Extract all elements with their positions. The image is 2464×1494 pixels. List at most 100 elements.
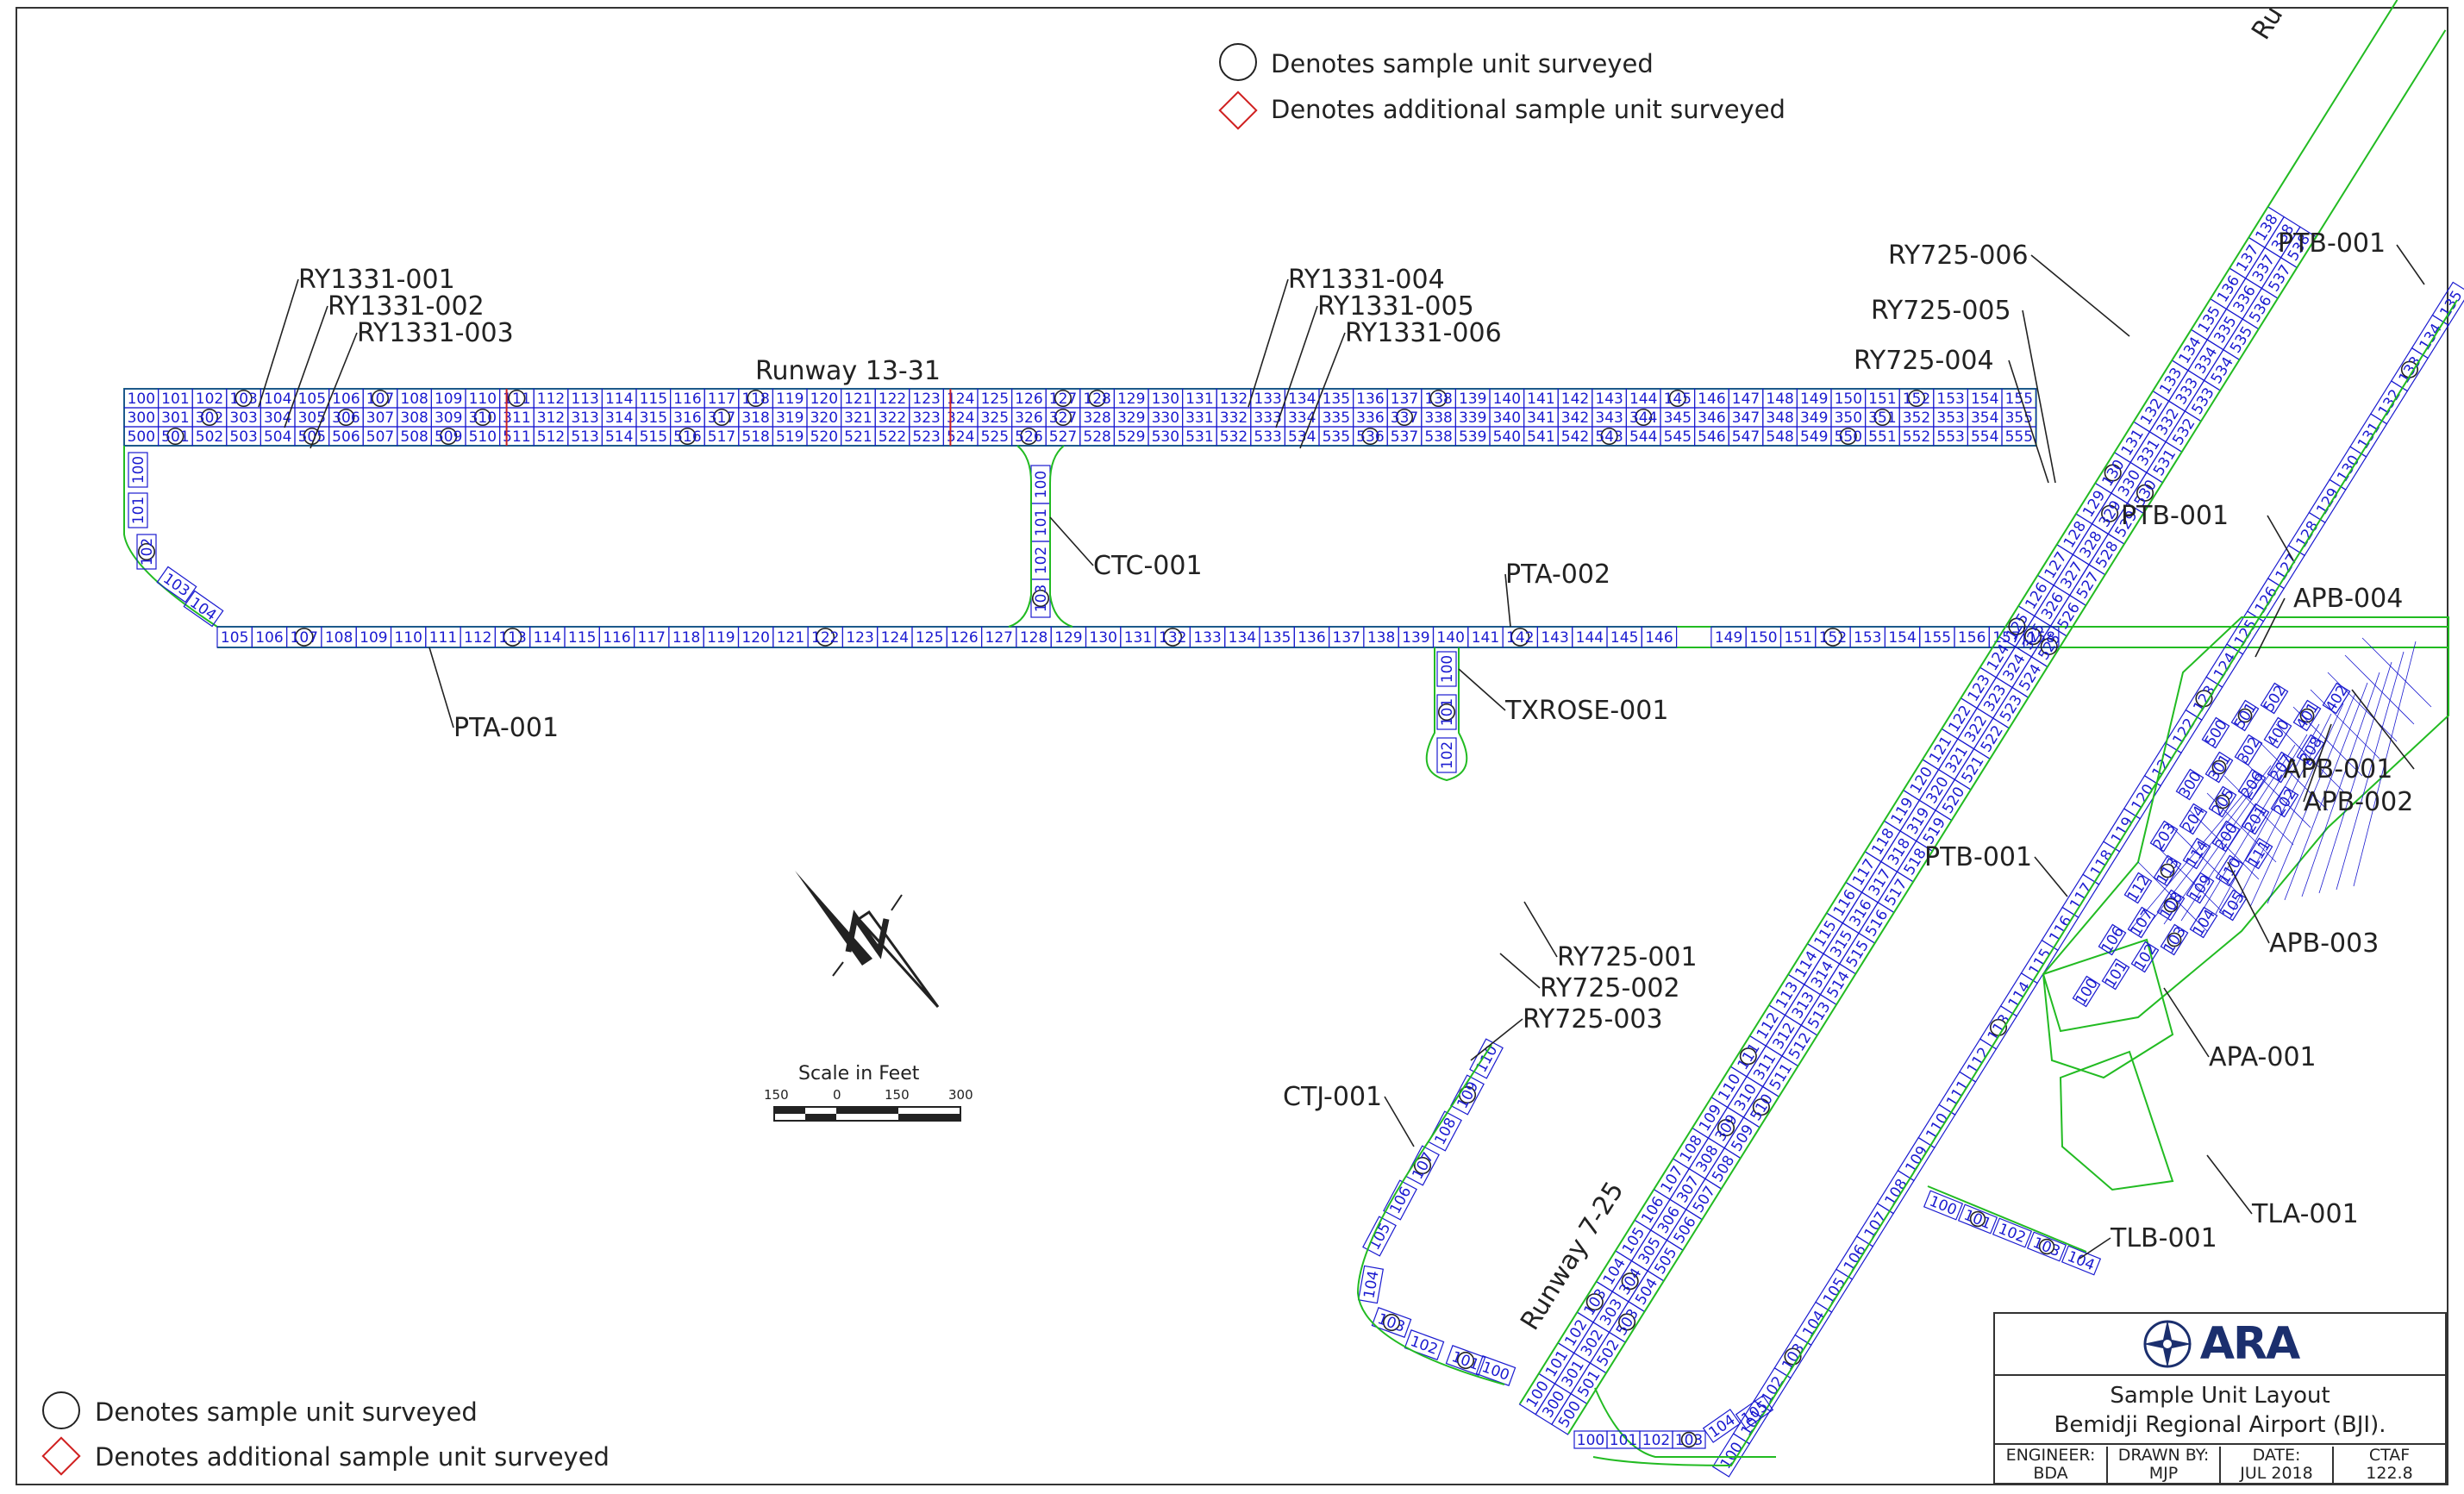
taxiway-a-cell: 142 [1502,626,1538,648]
apron-cell-label: 501 [2231,699,2261,732]
runway-cell: 152 [1898,388,1935,409]
label-apb-003: APB-003 [2269,928,2379,959]
apron-cell-outline [2204,751,2234,784]
runway-cell: 305 [294,407,330,428]
legend-bottom-surveyed: Denotes sample unit surveyed [95,1397,478,1427]
taxiway-a-cell-label: 130 [1089,629,1116,647]
south-loop-cell: 103 [1672,1430,1706,1449]
taxiway-a-cell: 110 [390,626,427,648]
apron-cell: 302 [2234,734,2264,767]
runway-cell: 349 [1796,407,1832,428]
runway-cell: 102 [191,388,228,409]
runway-cell: 125 [977,388,1013,409]
runway-cell: 549 [1796,426,1832,447]
runway-cell-label: 539 [1459,428,1486,446]
runway-cell: 529 [1113,426,1149,447]
apron-grid-line [2206,792,2277,863]
leader-line [1248,278,1289,408]
runway-cell-label: 504 [264,428,291,446]
runway-cell-label: 115 [640,391,667,408]
legend-bottom: Denotes sample unit surveyed Denotes add… [41,1391,610,1476]
ctaf-label: CTAF [2368,1446,2411,1465]
taxiway-a-cell: 117 [634,626,670,648]
taxiway-a-west-cell-outline [128,452,148,488]
runway-cell-label: 328 [1083,409,1110,427]
runway-cell-label: 518 [741,428,769,446]
runway-cell-label: 514 [605,428,633,446]
surveyed-circle-icon [1585,1293,1604,1311]
surveyed-circle-icon [2195,690,2213,708]
runway-cell: 541 [1523,426,1559,447]
taxiway-a-cell: 131 [1120,626,1156,648]
runway-cell: 309 [430,407,466,428]
apron-cell-label: 103 [2161,923,2190,956]
runway-cell-label: 515 [640,428,667,446]
runway-cell: 323 [909,407,944,428]
runway-cell: 100 [123,388,159,409]
ctj-cell-label: 100 [1479,1359,1511,1385]
runway-cell: 530 [1148,426,1184,447]
taxiway-a-cell: 138 [1363,626,1399,648]
runway-cell: 507 [362,426,398,447]
runway-cell-label: 501 [161,428,189,446]
label-ctc-001: CTC-001 [1093,551,1203,581]
surveyed-circle-icon [2299,708,2315,723]
runway-cell: 101 [157,388,193,409]
runway-cell-label: 127 [1049,391,1077,408]
taxiway-a-cell-label: 116 [603,629,630,647]
runway-cell: 518 [738,426,773,447]
legend-top-additional: Denotes additional sample unit surveyed [1271,95,1785,124]
runway-cell-label: 542 [1561,428,1589,446]
runway-cell-label: 141 [1527,391,1554,408]
runway-cell: 145 [1660,388,1696,409]
runway-cell: 354 [1967,407,2003,428]
apron-cell-label: 203 [2150,820,2179,853]
apron-grid-line [2310,689,2380,760]
runway-top-label: Ru [2246,1,2289,45]
taxiway-a-cell: 150 [1745,626,1782,648]
runway-cell-label: 554 [1971,428,1998,446]
runway-cell: 528 [1079,426,1115,447]
runway-cell: 135 [1318,388,1354,409]
label-ry1331-002: RY1331-002 [328,291,485,322]
runway-cell: 542 [1557,426,1593,447]
txrose-cell-outline [1436,651,1457,687]
taxiway-a-cell-label: 146 [1645,629,1673,647]
surveyed-circle-icon [294,628,314,647]
runway-cell: 539 [1454,426,1491,447]
runway-cell: 133 [1250,388,1285,409]
runway-cell-label: 155 [2005,391,2033,408]
runway-cell: 346 [1694,407,1729,428]
runway-cell: 343 [1592,407,1627,428]
runway-cell: 525 [977,426,1013,447]
runway-cell: 510 [465,426,501,447]
apron-cell-outline [2215,854,2244,887]
surveyed-circle-icon [712,408,731,427]
runway-cell-label: 138 [1424,391,1452,408]
taxiway-a-cell: 124 [877,626,913,648]
apron-cell: 110 [2215,854,2245,888]
runway-cell: 512 [533,426,569,447]
runway-cell-label: 125 [981,391,1009,408]
apron-cell-outline [2234,734,2263,766]
apron-grid-line [2198,734,2308,918]
south-loop-cell-label: 101 [1610,1432,1637,1449]
apron-grid-line [2301,672,2380,897]
runway-cell-label: 113 [571,391,598,408]
tlb-cell-outline [1957,1203,1998,1235]
taxiway-a-cell-label: 144 [1576,629,1604,647]
north-arrow-icon [795,871,940,1009]
runway-cell: 502 [191,426,228,447]
runway-cell: 554 [1967,426,2003,447]
runway-cell-label: 530 [1152,428,1179,446]
label-ry1331-005: RY1331-005 [1317,291,1474,322]
runway-cell-label: 313 [571,409,598,427]
runway-cell: 338 [1421,407,1456,428]
taxiway-b-cell-outline [2431,281,2464,327]
runway-cell-label: 538 [1424,428,1452,446]
label-ry1331-001: RY1331-001 [298,265,455,295]
runway-cell: 317 [704,407,740,428]
apron-grid-line [2249,703,2344,908]
taxiway-a-cell: 112 [460,626,496,648]
drawing-frame [16,7,2448,1485]
